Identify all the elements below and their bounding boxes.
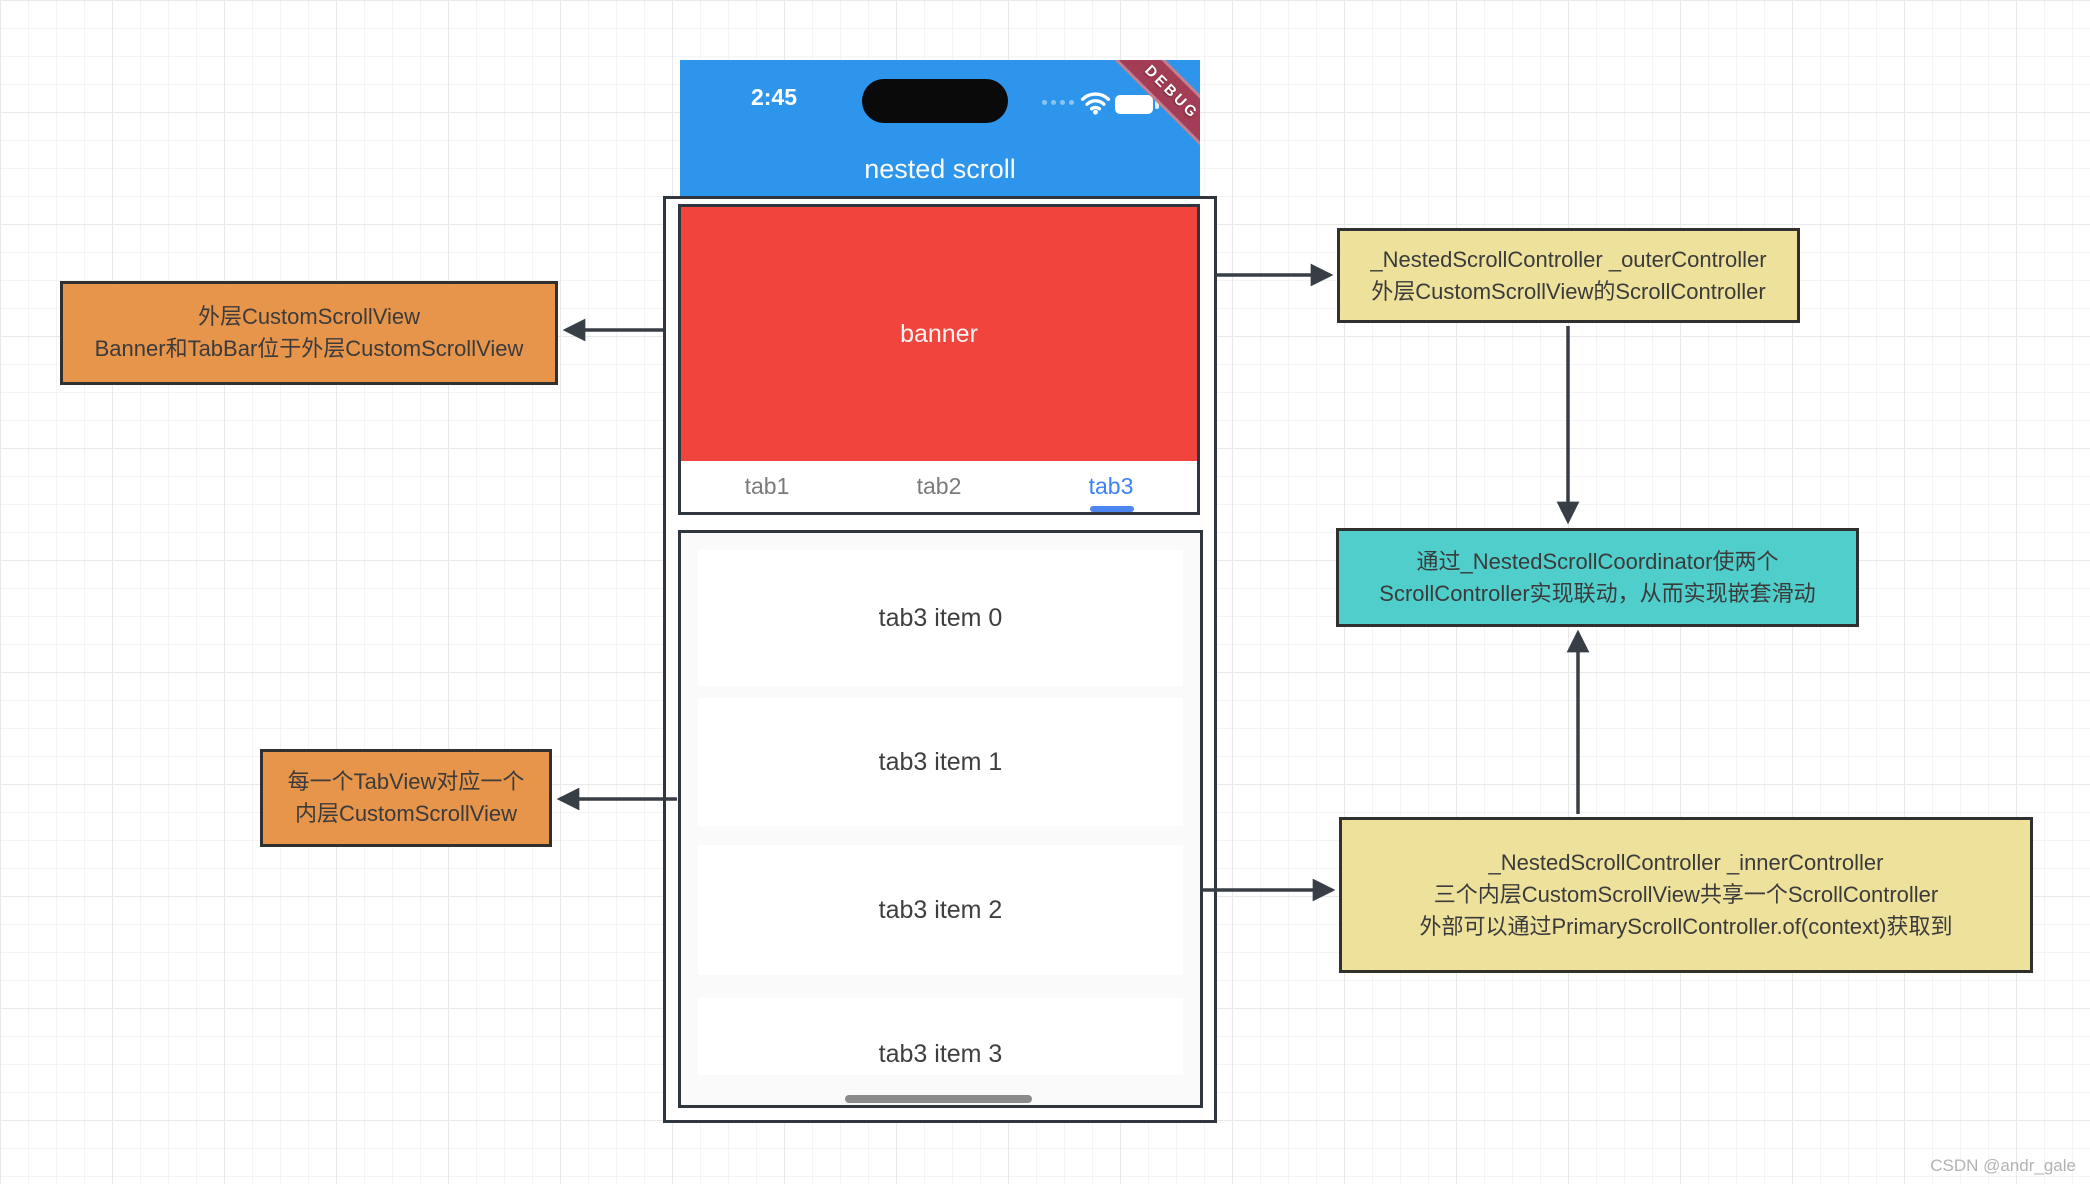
note-line: _NestedScrollController _innerController [1488,850,1884,875]
app-bar-title: nested scroll [864,154,1016,184]
notch [862,79,1008,123]
note-line: 每一个TabView对应一个 [287,769,525,794]
note-line: Banner和TabBar位于外层CustomScrollView [94,336,524,361]
note-line: 外层CustomScrollView的ScrollController [1371,278,1766,304]
note-line: 外层CustomScrollView [197,304,421,329]
note-line: ScrollController实现联动，从而实现嵌套滑动 [1379,580,1816,606]
wifi-icon [1080,90,1111,115]
note-coordinator: 通过_NestedScrollCoordinator使两个 ScrollCont… [1336,528,1859,627]
note-line: 内层CustomScrollView [294,801,518,826]
note-inner-controller: _NestedScrollController _innerController… [1339,817,2033,973]
banner: banner [681,207,1197,461]
inner-customscrollview-rect: tab3 item 0 tab3 item 1 tab3 item 2 tab3… [678,530,1203,1108]
list-item[interactable]: tab3 item 3 [698,998,1183,1075]
tab-tab1[interactable]: tab1 [744,473,790,499]
active-tab-indicator [1090,506,1134,512]
status-time: 2:45 [750,84,798,110]
cellular-dots-icon [1042,100,1074,105]
home-indicator [845,1095,1032,1103]
watermark: CSDN @andr_gale [1930,1156,2076,1175]
list-item[interactable]: tab3 item 2 [698,845,1183,975]
battery-icon [1115,95,1153,114]
note-line: 外部可以通过PrimaryScrollController.of(context… [1419,914,1953,939]
note-inner-scrollview: 每一个TabView对应一个 内层CustomScrollView [260,749,552,847]
banner-tabbar-block: banner tab1 tab2 tab3 [678,204,1200,515]
tab-bar: tab1 tab2 tab3 [681,461,1197,512]
list-item[interactable]: tab3 item 0 [698,550,1183,686]
note-outer-scrollview: 外层CustomScrollView Banner和TabBar位于外层Cust… [60,281,558,385]
list-item[interactable]: tab3 item 1 [698,698,1183,826]
note-line: 三个内层CustomScrollView共享一个ScrollController [1433,882,1939,907]
battery-nub [1155,100,1159,109]
tab-tab3[interactable]: tab3 [1088,473,1134,499]
note-line: 通过_NestedScrollCoordinator使两个 [1416,548,1779,574]
note-outer-controller: _NestedScrollController _outerController… [1337,228,1800,323]
tab-tab2[interactable]: tab2 [916,473,962,499]
app-bar: 2:45 DEBUG nested scroll [680,60,1200,196]
note-line: _NestedScrollController _outerController [1370,246,1767,272]
